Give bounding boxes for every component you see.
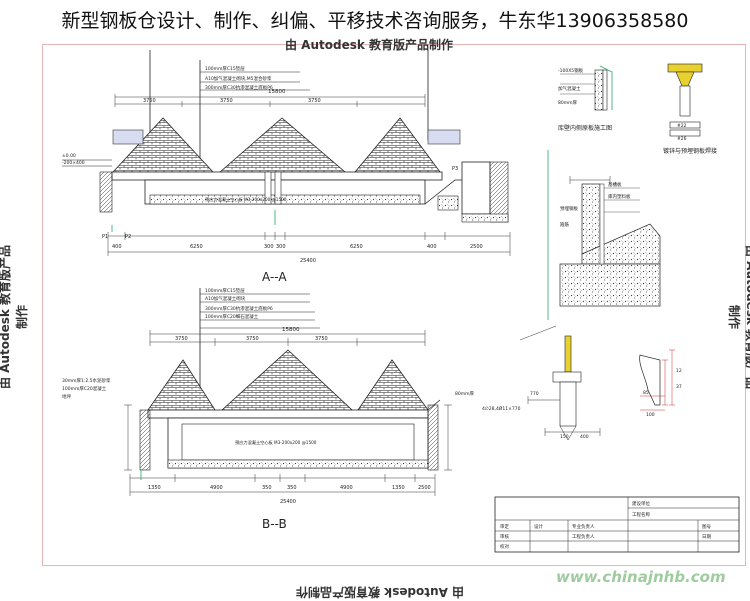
wall-note-3: 80mm厚 xyxy=(558,100,577,106)
bb-dim-1: 1350 xyxy=(148,485,161,491)
bb-note-2: A10加气混凝土砌块 xyxy=(205,295,246,302)
bb-dim-5: 4900 xyxy=(340,485,353,491)
anchor-dim-3: 400 xyxy=(580,434,589,440)
bb-dim-6: 1350 xyxy=(392,485,405,491)
tb-cell-8: 工程名称 xyxy=(632,511,650,518)
aa-dim-1: 400 xyxy=(112,244,122,250)
aa-dim-3: 300 xyxy=(264,244,274,250)
section-bb-title: B--B xyxy=(262,517,287,531)
tb-cell-6: 工程负责人 xyxy=(572,533,595,540)
tb-cell-9: 图号 xyxy=(702,524,711,530)
bb-left-3: 地坪 xyxy=(62,393,71,400)
anchor-dim-1: 770 xyxy=(530,391,539,397)
section-aa-title: A--A xyxy=(262,270,287,284)
aa-bay-1: 3750 xyxy=(143,98,156,104)
aa-side: -200×400 xyxy=(62,160,85,166)
bb-right: 80mm厚 xyxy=(455,391,474,397)
detail-wall-liner xyxy=(560,65,613,111)
aa-note-3: 300mm厚C30抗渗混凝土底板P6 xyxy=(205,84,273,91)
bb-total-width: 15800 xyxy=(282,327,300,333)
detail-weld xyxy=(667,63,703,137)
aa-dim-6: 400 xyxy=(427,244,437,250)
aa-elev: ±0.00 xyxy=(62,153,76,159)
pit-label-3: 预埋钢板 xyxy=(560,205,578,212)
aa-note-2: A10加气混凝土砌块,M5混合砂浆 xyxy=(205,75,272,82)
wall-detail-title: 库壁内侧原板施工图 xyxy=(558,124,612,132)
detail-pit-wall xyxy=(547,150,661,320)
bb-bay-2: 3750 xyxy=(246,336,259,342)
bb-left-2: 100mm厚C20混凝土 xyxy=(62,385,107,392)
bb-dim-7: 2500 xyxy=(418,485,431,491)
bb-left-1: 30mm厚1:2.5水泥砂浆 xyxy=(62,377,111,384)
bb-note-3: 300mm厚C30抗渗混凝土底板P6 xyxy=(205,305,273,312)
aa-dim-2: 6250 xyxy=(190,244,203,250)
bb-overall: 25400 xyxy=(280,499,296,505)
bb-dim-3: 350 xyxy=(262,485,272,491)
watermark-top: 由 Autodesk 教育版产品制作 xyxy=(285,38,454,52)
aa-bay-2: 3750 xyxy=(220,98,233,104)
wall-note-1: -100X5钢板 xyxy=(558,67,584,74)
aa-overall: 25400 xyxy=(300,258,316,264)
aa-dim-5: 6250 xyxy=(350,244,363,250)
bb-dim-4: 350 xyxy=(287,485,297,491)
tb-cell-10: 日期 xyxy=(702,534,711,540)
aa-dim-7: 2500 xyxy=(470,244,483,250)
tb-cell-1: 审定 xyxy=(500,523,509,530)
tb-cell-3: 校对 xyxy=(500,543,509,550)
bracket-dim-2: 12 xyxy=(676,368,682,374)
tb-cell-2: 审核 xyxy=(500,533,509,540)
aa-dim-4: 300 xyxy=(276,244,286,250)
pit-label-4: 箍筋 xyxy=(560,221,569,228)
aa-floor: 预应力混凝土空心板 M3-200x200 @1500 xyxy=(205,196,287,203)
bb-note-1: 100mm厚C15垫层 xyxy=(205,287,245,294)
aa-bay-3: 3750 xyxy=(308,98,321,104)
section-bb xyxy=(124,288,452,496)
anchor-note: 4∅28,4Ø11×770 xyxy=(482,405,521,412)
bb-note-4: 100mm厚C20细石混凝土 xyxy=(205,313,259,320)
bb-dim-2: 4900 xyxy=(210,485,223,491)
weld-note-1: #22 xyxy=(677,123,687,129)
anchor-dim-2: 150 xyxy=(560,434,569,440)
drawing-frame xyxy=(42,44,746,566)
bracket-dim-4: 100 xyxy=(646,412,655,418)
wall-note-2: 加气混凝土 xyxy=(558,85,581,92)
detail-anchor xyxy=(519,325,601,441)
tb-cell-5: 专业负责人 xyxy=(572,523,595,530)
pit-label-1: 基槽板 xyxy=(608,181,622,188)
bb-bay-1: 3750 xyxy=(175,336,188,342)
aa-total-width: 15800 xyxy=(268,89,286,95)
tb-cell-4: 设计 xyxy=(534,523,543,530)
bracket-dim-3: 37 xyxy=(676,384,682,390)
aa-p3: P3 xyxy=(452,166,458,172)
title-block xyxy=(494,496,740,553)
aa-note-1: 100mm厚C15垫层 xyxy=(205,65,245,72)
bb-bay-3: 3750 xyxy=(315,336,328,342)
site-watermark: www.chinajnhb.com xyxy=(556,568,726,586)
aa-p2: P2 xyxy=(125,234,131,240)
bb-floor: 预应力混凝土空心板 M3-200x200 @1500 xyxy=(235,439,317,446)
weld-note-2: #26 xyxy=(677,136,687,142)
page-title: 新型钢板仓设计、制作、纠偏、平移技术咨询服务，牛东华13906358580 xyxy=(61,10,689,32)
detail-bracket xyxy=(639,349,675,411)
weld-detail-title: 镀锌与预埋钢板焊接 xyxy=(663,147,717,155)
pit-label-2: 库内塑料板 xyxy=(608,193,631,200)
bracket-dim-1: 85 xyxy=(643,390,649,396)
tb-cell-7: 建设单位 xyxy=(632,500,650,507)
aa-p1: P1 xyxy=(102,234,108,240)
section-aa xyxy=(62,50,511,256)
